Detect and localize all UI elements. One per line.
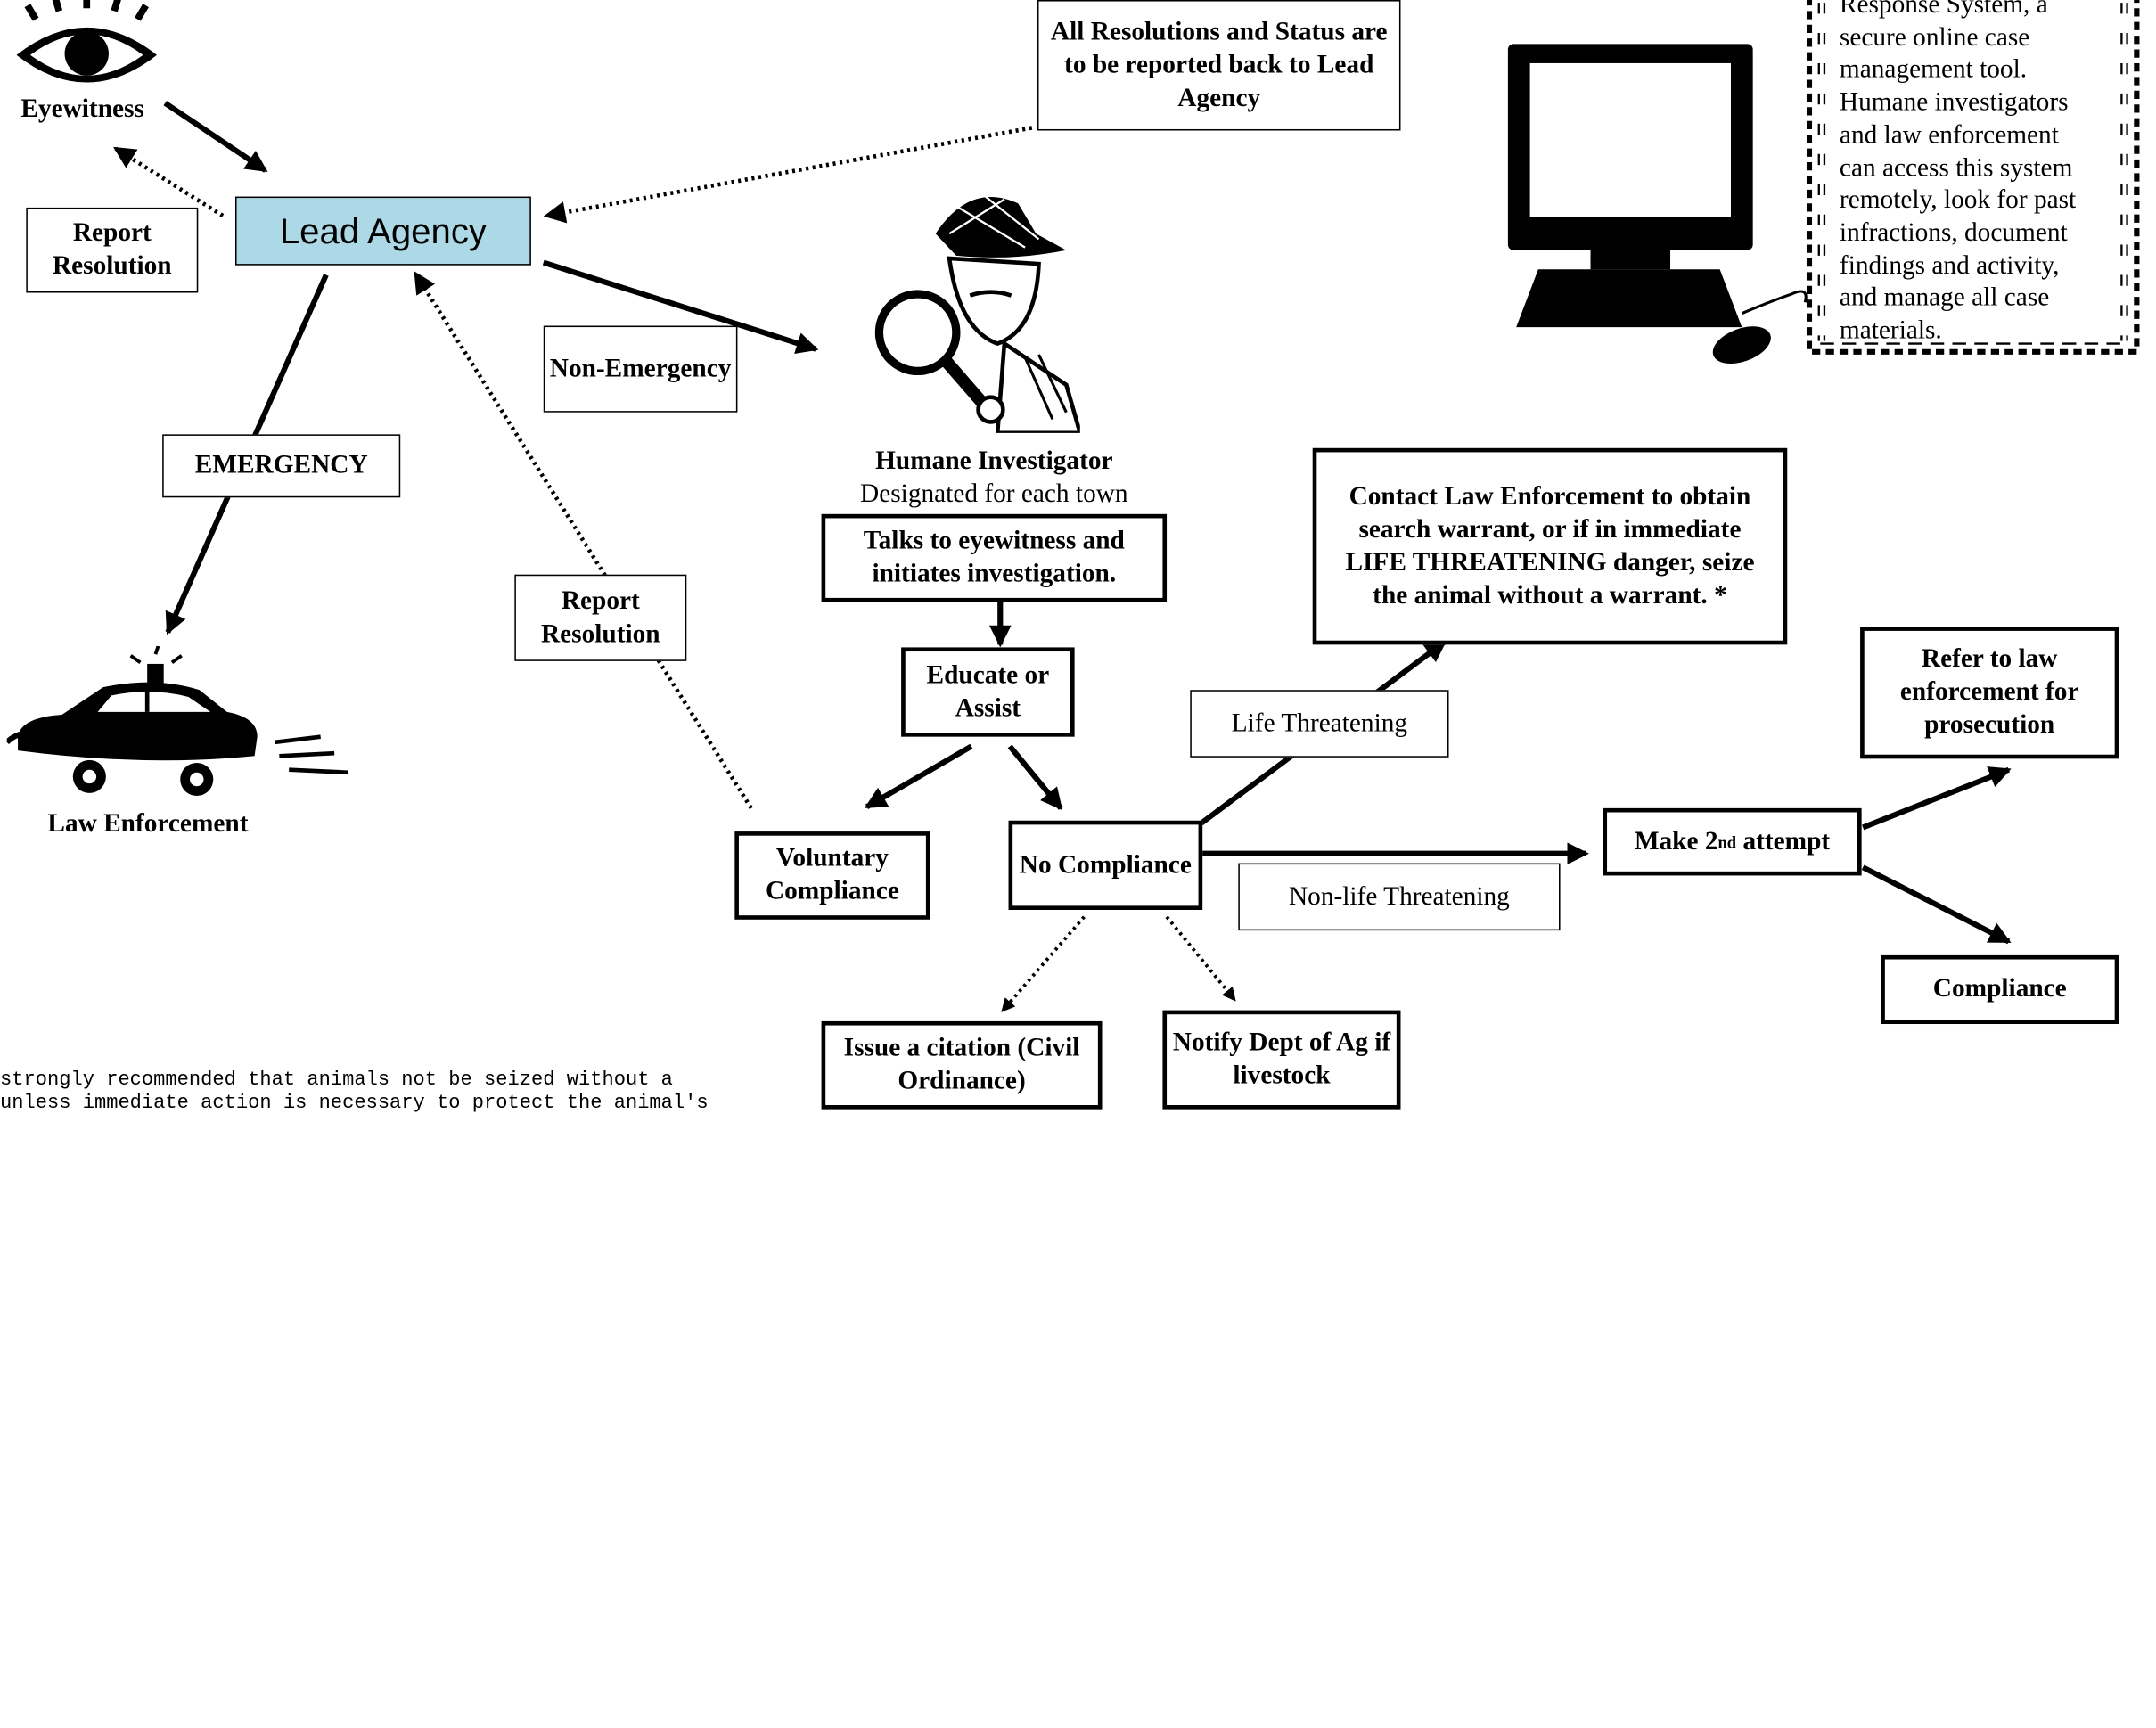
- non-emergency-box: Non-Emergency: [543, 325, 738, 413]
- humane-investigator-title: Humane Investigator: [875, 446, 1113, 476]
- case-management-line: management tool.: [1839, 55, 2028, 85]
- refer-to-law-box: Refer to law enforcement for prosecution: [1860, 627, 2119, 759]
- report-resolution-left-box: Report Resolution: [26, 207, 199, 293]
- talks-to-eyewitness-box: Talks to eyewitness and initiates invest…: [821, 513, 1168, 602]
- second-attempt-prefix: Make 2: [1634, 826, 1718, 856]
- case-management-line: infractions, document: [1839, 218, 2068, 248]
- voluntary-compliance-box: Voluntary Compliance: [734, 831, 930, 920]
- police-car-icon: [6, 645, 348, 796]
- arrow-nocompliance-to-notify: [1165, 915, 1236, 1002]
- eye-icon: [16, 0, 157, 83]
- arrow-lead-to-eyewitness: [113, 146, 225, 218]
- second-attempt-suffix: attempt: [1736, 826, 1831, 856]
- law-enforcement-label: Law Enforcement: [47, 809, 249, 839]
- footnote-line: unless immediate action is necessary to …: [0, 1093, 709, 1115]
- case-management-line: secure online case: [1839, 22, 2030, 53]
- compliance-box: Compliance: [1881, 954, 2119, 1025]
- arrow-nocompliance-to-citation: [1001, 915, 1086, 1012]
- eyewitness-label: Eyewitness: [20, 94, 144, 124]
- case-management-line: materials.: [1839, 315, 1942, 346]
- second-attempt-superscript: nd: [1717, 831, 1737, 852]
- all-resolutions-box: All Resolutions and Status are to be rep…: [1037, 0, 1401, 131]
- lead-agency-box: Lead Agency: [234, 196, 531, 266]
- case-management-line: findings and activity,: [1839, 250, 2060, 281]
- no-compliance-box: No Compliance: [1008, 820, 1203, 911]
- arrow-lead-to-investigator: [542, 259, 819, 354]
- case-management-line: Humane investigators: [1839, 87, 2069, 118]
- arrow-educate-to-nocompliance: [1007, 744, 1063, 811]
- case-management-line: and law enforcement: [1839, 120, 2059, 150]
- issue-citation-box: Issue a citation (Civil Ordinance): [821, 1020, 1103, 1110]
- humane-investigator-subtitle: Designated for each town: [860, 479, 1128, 509]
- case-management-line: can access this system: [1839, 152, 2073, 183]
- non-life-threatening-label: Non-life Threatening: [1238, 863, 1561, 931]
- footnote: strongly recommended that animals not be…: [0, 1069, 709, 1116]
- case-management-line: Response System, a: [1839, 0, 2048, 20]
- case-management-line: remotely, look for past: [1839, 185, 2077, 215]
- educate-assist-box: Educate or Assist: [901, 647, 1075, 737]
- emergency-box: EMERGENCY: [162, 434, 401, 498]
- arrow-voluntary-to-lead: [414, 271, 753, 810]
- case-management-line: and manage all case: [1839, 283, 2050, 313]
- connector-layer: [113, 101, 2012, 1012]
- arrow-second-to-refer: [1862, 766, 2012, 831]
- contact-law-enforcement-box: Contact Law Enforcement to obtain search…: [1312, 447, 1788, 645]
- life-threatening-label: Life Threatening: [1190, 690, 1449, 758]
- footnote-line: strongly recommended that animals not be…: [0, 1069, 673, 1092]
- dashed-border: [1806, 0, 2140, 355]
- arrow-second-to-compliance: [1861, 864, 2012, 945]
- notify-dept-ag-box: Notify Dept of Ag if livestock: [1162, 1010, 1401, 1110]
- detective-icon: [874, 194, 1080, 433]
- report-resolution-mid-box: Report Resolution: [514, 574, 687, 661]
- arrow-eyewitness-to-lead: [163, 101, 268, 173]
- arrow-educate-to-voluntary: [864, 743, 973, 809]
- computer-icon: [1507, 44, 1808, 364]
